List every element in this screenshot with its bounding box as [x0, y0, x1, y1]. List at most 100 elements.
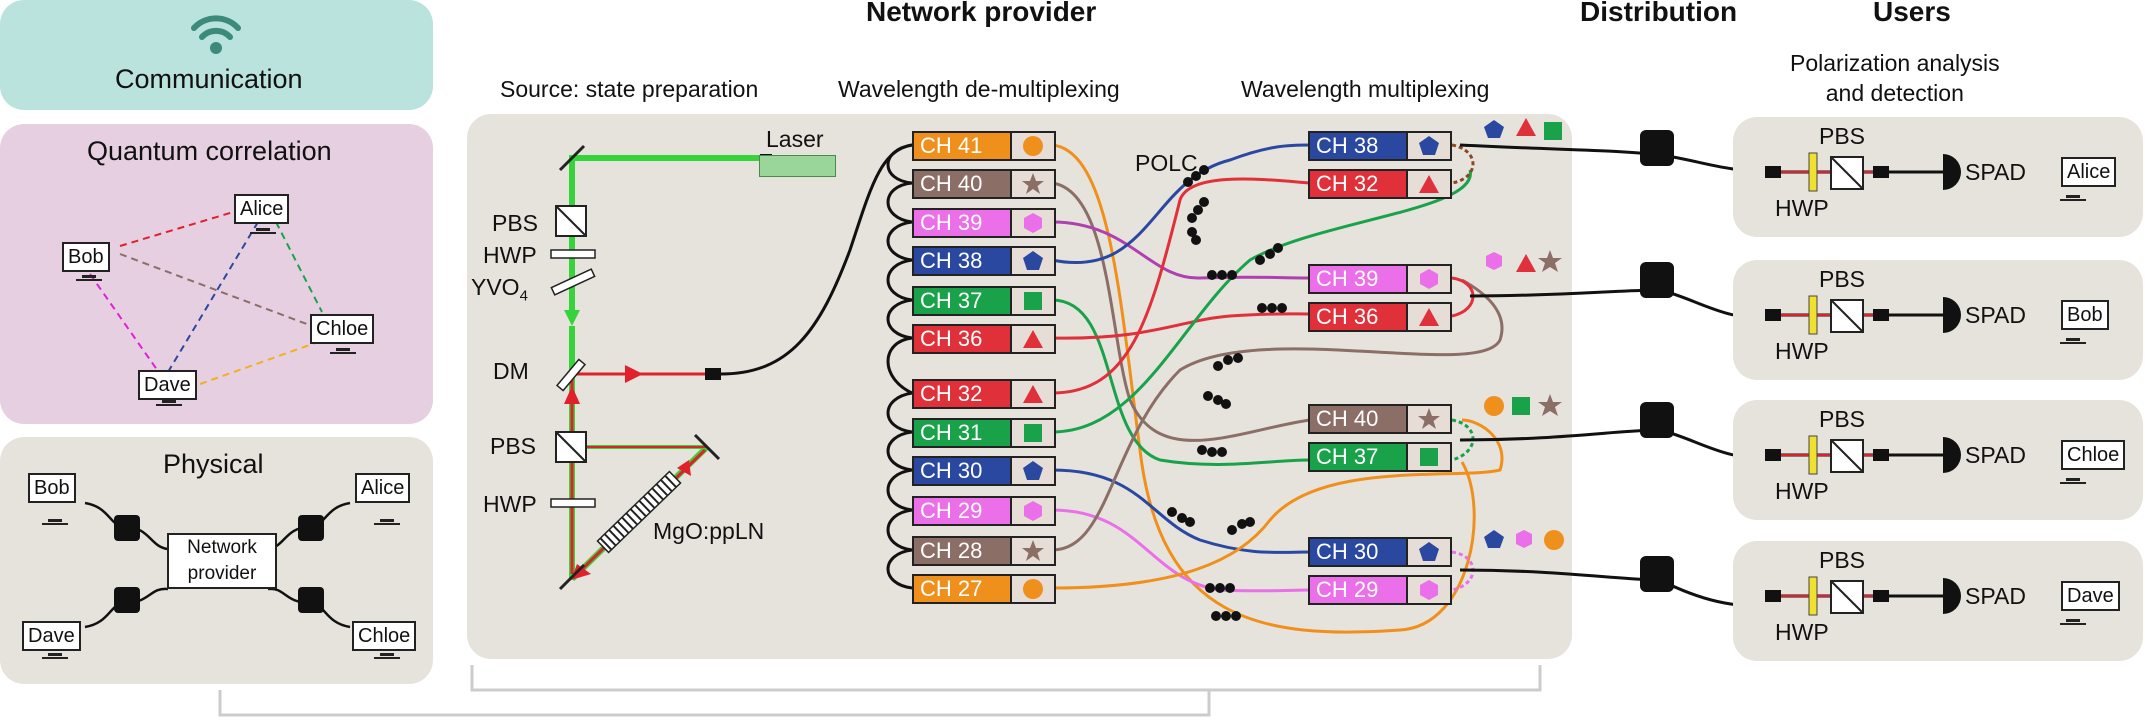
hwp2-label: HWP	[483, 491, 537, 517]
star-icon	[1022, 173, 1044, 194]
mux-channel: CH 36	[1308, 302, 1452, 332]
physical-graph	[42, 501, 400, 659]
physical-network-provider: Network provider	[167, 533, 277, 589]
pbs-label: PBS	[1819, 123, 1866, 149]
channel-symbol	[1012, 576, 1054, 602]
square-icon	[1024, 424, 1042, 442]
channel-symbol	[1408, 406, 1450, 432]
channel-label: CH 38	[1310, 133, 1408, 159]
physical-node-bob: Bob	[28, 473, 76, 503]
mux-channel: CH 30	[1308, 537, 1452, 567]
user-name: Bob	[2061, 300, 2109, 330]
quantum-title: Quantum correlation	[87, 136, 332, 166]
fiber-spool-icon	[298, 587, 324, 613]
triangle-icon	[1516, 118, 1536, 136]
star-icon	[1418, 408, 1440, 429]
triangle-icon	[1516, 254, 1536, 272]
circle-icon	[1484, 396, 1504, 416]
channel-symbol	[1012, 210, 1054, 236]
pentagon-icon	[1023, 461, 1043, 480]
hexagon-icon	[1486, 252, 1502, 270]
demux-channel: CH 41	[912, 131, 1056, 161]
hwp-label: HWP	[1775, 478, 1829, 504]
quantum-node-dave: Dave	[138, 370, 197, 400]
triangle-icon	[1023, 330, 1043, 348]
communication-layer: Communication	[0, 0, 433, 110]
crystal	[596, 470, 682, 554]
output-symbols	[1484, 118, 1564, 550]
channel-symbol	[1408, 266, 1450, 292]
mux-channel: CH 29	[1308, 575, 1452, 605]
channel-label: CH 30	[914, 458, 1012, 484]
channel-symbol	[1012, 171, 1054, 197]
hwp-label: HWP	[483, 242, 537, 268]
square-icon	[1024, 292, 1042, 310]
wifi-icon	[191, 15, 241, 54]
laser-label: Laser	[766, 126, 824, 152]
demux-channel: CH 28	[912, 536, 1056, 566]
square-icon	[1420, 448, 1438, 466]
pentagon-icon	[1484, 530, 1504, 548]
physical-layer: Physical Bob Alice Dave Chloe Network pr…	[0, 437, 433, 684]
channel-label: CH 40	[1310, 406, 1408, 432]
mux-channel: CH 38	[1308, 131, 1452, 161]
hexagon-icon	[1024, 213, 1042, 233]
spad-detector	[1943, 437, 1961, 473]
yvo4-label: YVO4	[471, 274, 528, 305]
demux-channel: CH 30	[912, 456, 1056, 486]
pentagon-icon	[1419, 542, 1439, 561]
fiber-spool-icon	[114, 515, 140, 541]
channel-symbol	[1408, 444, 1450, 470]
user-detection-panel: PBS HWP SPAD Alice	[1733, 117, 2143, 237]
channel-symbol	[1408, 133, 1450, 159]
demux-channel: CH 38	[912, 246, 1056, 276]
channel-label: CH 36	[1310, 304, 1408, 330]
physical-node-dave: Dave	[22, 621, 81, 651]
channel-label: CH 38	[914, 248, 1012, 274]
hwp-label: HWP	[1775, 338, 1829, 364]
fiber-spool-icon	[1640, 262, 1674, 298]
channel-label: CH 32	[914, 381, 1012, 407]
mux-channel: CH 37	[1308, 442, 1452, 472]
channel-label: CH 37	[1310, 444, 1408, 470]
channel-symbol	[1012, 248, 1054, 274]
hwp-plate	[1808, 576, 1818, 616]
spad-label: SPAD	[1965, 159, 2026, 185]
hexagon-icon	[1420, 580, 1438, 600]
detection-optics	[1765, 152, 2086, 201]
channel-symbol	[1012, 326, 1054, 352]
hexagon-icon	[1024, 501, 1042, 521]
quantum-node-bob: Bob	[62, 242, 110, 272]
users-header: Users	[1873, 0, 1951, 27]
star-icon	[1538, 394, 1562, 416]
square-icon	[1544, 122, 1562, 140]
star-icon	[1022, 540, 1044, 561]
circle-icon	[1023, 136, 1043, 156]
channel-symbol	[1408, 304, 1450, 330]
channel-symbol	[1408, 539, 1450, 565]
spad-detector	[1943, 154, 1961, 190]
pentagon-icon	[1023, 251, 1043, 270]
dm-label: DM	[493, 358, 529, 384]
hexagon-icon	[1420, 269, 1438, 289]
communication-title: Communication	[115, 64, 303, 94]
user-detection-panel: PBS HWP SPAD Chloe	[1733, 400, 2143, 520]
quantum-node-alice: Alice	[234, 194, 290, 224]
channel-label: CH 32	[1310, 171, 1408, 197]
detection-optics	[1765, 435, 2086, 484]
spad-detector	[1943, 578, 1961, 614]
mux-title: Wavelength multiplexing	[1241, 76, 1490, 102]
mux-channel: CH 32	[1308, 169, 1452, 199]
pentagon-icon	[1484, 120, 1504, 138]
polc-paddles	[1167, 165, 1287, 621]
user-name: Alice	[2061, 157, 2117, 187]
hwp-plate	[1808, 295, 1818, 335]
demux-channel: CH 29	[912, 496, 1056, 526]
fiber-spool-icon	[1640, 130, 1674, 166]
channel-symbol	[1012, 458, 1054, 484]
distribution-header: Distribution	[1580, 0, 1738, 27]
channel-symbol	[1012, 288, 1054, 314]
user-detection-panel: PBS HWP SPAD Bob	[1733, 260, 2143, 380]
fiber-spool-icon	[114, 587, 140, 613]
